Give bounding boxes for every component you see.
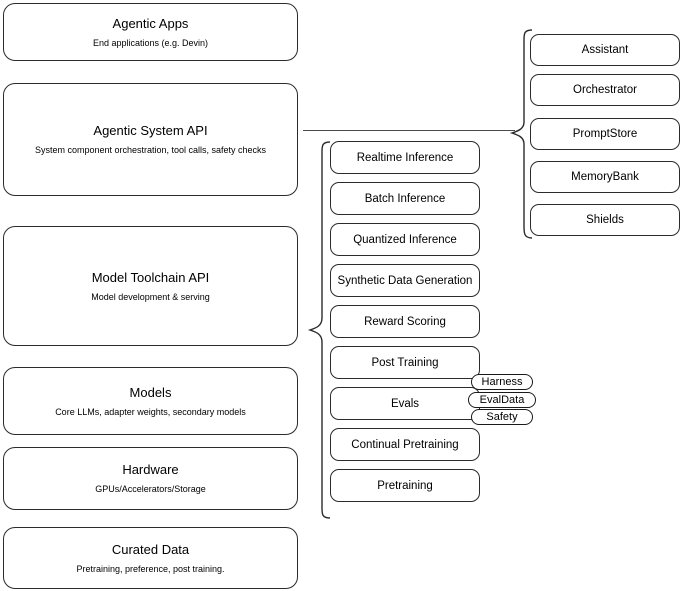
component-box-reward-scoring[interactable]: Reward Scoring — [330, 305, 480, 338]
system-component-label: Shields — [586, 214, 624, 226]
layer-box-model-toolchain-api[interactable]: Model Toolchain API Model development & … — [3, 226, 298, 346]
system-component-box-memorybank[interactable]: MemoryBank — [530, 161, 680, 193]
component-box-quantized-inference[interactable]: Quantized Inference — [330, 223, 480, 256]
layer-box-agentic-system-api[interactable]: Agentic System API System component orch… — [3, 83, 298, 196]
component-label: Realtime Inference — [356, 151, 454, 164]
layer-title: Curated Data — [111, 541, 190, 557]
layer-subtitle: Core LLMs, adapter weights, secondary mo… — [55, 406, 246, 417]
component-box-post-training[interactable]: Post Training — [330, 346, 480, 379]
badge-harness[interactable]: Harness — [471, 374, 533, 390]
layer-subtitle: System component orchestration, tool cal… — [34, 145, 267, 155]
connector-system-api-to-components — [303, 130, 515, 131]
layer-title: Agentic Apps — [112, 15, 189, 31]
component-label: Synthetic Data Generation — [337, 274, 473, 287]
component-label: Post Training — [371, 356, 439, 369]
component-label: Continual Pretraining — [351, 438, 459, 451]
system-component-box-assistant[interactable]: Assistant — [530, 34, 680, 66]
layer-box-agentic-apps[interactable]: Agentic Apps End applications (e.g. Devi… — [3, 3, 298, 61]
badge-label: Safety — [486, 411, 518, 423]
layer-subtitle: Model development & serving — [91, 291, 210, 302]
component-label: Evals — [390, 397, 420, 410]
layer-box-models[interactable]: Models Core LLMs, adapter weights, secon… — [3, 367, 298, 435]
layer-box-hardware[interactable]: Hardware GPUs/Accelerators/Storage — [3, 447, 298, 510]
component-label: Quantized Inference — [353, 233, 457, 246]
system-component-label: Assistant — [581, 44, 629, 56]
layer-subtitle: Pretraining, preference, post training. — [76, 563, 225, 574]
system-component-label: MemoryBank — [571, 171, 639, 183]
component-label: Reward Scoring — [364, 315, 446, 328]
layer-title: Model Toolchain API — [91, 269, 210, 285]
system-component-label: PromptStore — [572, 128, 638, 140]
layer-subtitle: GPUs/Accelerators/Storage — [95, 484, 206, 494]
brace-agentic-system-components — [508, 28, 534, 240]
badge-evaldata[interactable]: EvalData — [468, 392, 536, 408]
component-label: Pretraining — [377, 479, 433, 492]
component-box-synthetic-data-generation[interactable]: Synthetic Data Generation — [330, 264, 480, 297]
brace-model-toolchain — [306, 140, 332, 520]
system-component-box-orchestrator[interactable]: Orchestrator — [530, 74, 680, 106]
component-label: Batch Inference — [364, 192, 446, 205]
component-box-realtime-inference[interactable]: Realtime Inference — [330, 141, 480, 174]
component-box-batch-inference[interactable]: Batch Inference — [330, 182, 480, 215]
layer-box-curated-data[interactable]: Curated Data Pretraining, preference, po… — [3, 527, 298, 589]
component-box-continual-pretraining[interactable]: Continual Pretraining — [330, 428, 480, 461]
component-box-evals[interactable]: Evals — [330, 387, 480, 420]
layer-title: Agentic System API — [93, 123, 208, 138]
layer-subtitle: End applications (e.g. Devin) — [92, 37, 209, 48]
badge-label: Harness — [481, 376, 523, 388]
badge-label: EvalData — [479, 394, 525, 406]
layer-title: Models — [129, 384, 172, 400]
component-box-pretraining[interactable]: Pretraining — [330, 469, 480, 502]
system-component-box-shields[interactable]: Shields — [530, 204, 680, 236]
layer-title: Hardware — [122, 462, 179, 477]
system-component-box-promptstore[interactable]: PromptStore — [530, 118, 680, 150]
system-component-label: Orchestrator — [573, 84, 637, 96]
badge-safety[interactable]: Safety — [471, 409, 533, 425]
